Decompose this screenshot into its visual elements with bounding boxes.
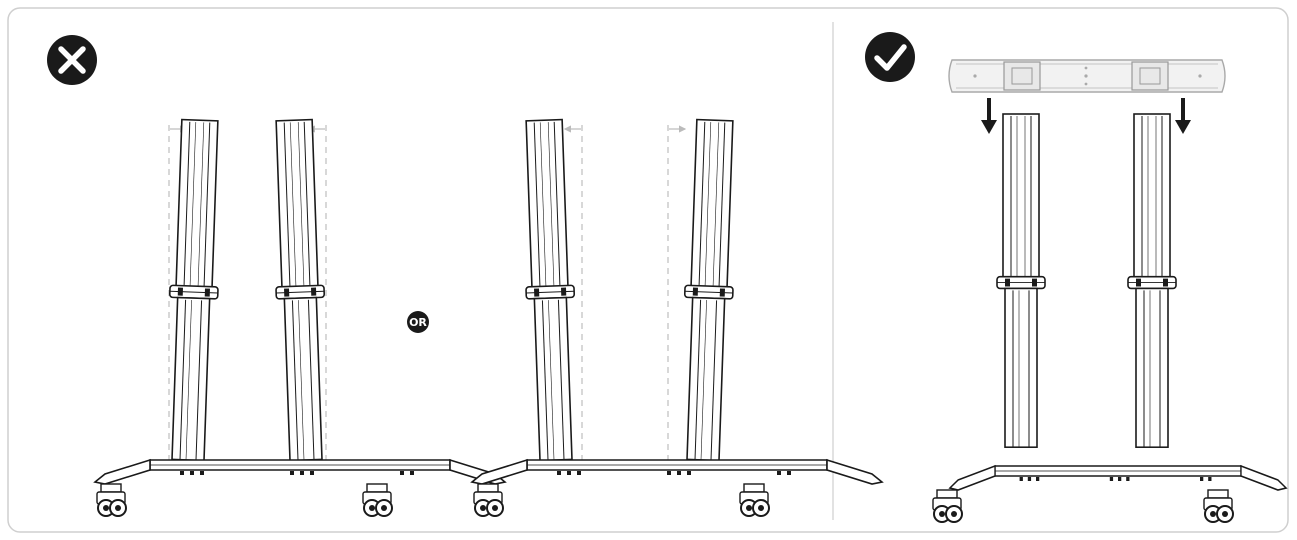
example-posts-parallel bbox=[932, 113, 1287, 523]
example-posts-tilted-outward bbox=[471, 118, 883, 517]
or-badge: OR bbox=[407, 311, 429, 333]
lower-arrow-left-icon bbox=[981, 98, 997, 134]
or-label: OR bbox=[409, 316, 427, 329]
check-circle-icon bbox=[865, 32, 915, 82]
outer-frame bbox=[7, 7, 1289, 533]
cross-circle-icon bbox=[47, 35, 97, 85]
example-posts-tilted-inward bbox=[94, 118, 506, 517]
lower-arrow-right-icon bbox=[1175, 98, 1191, 134]
correct-panel bbox=[865, 32, 1287, 523]
incorrect-panel: OR bbox=[47, 35, 883, 517]
crossbar bbox=[948, 59, 1226, 93]
